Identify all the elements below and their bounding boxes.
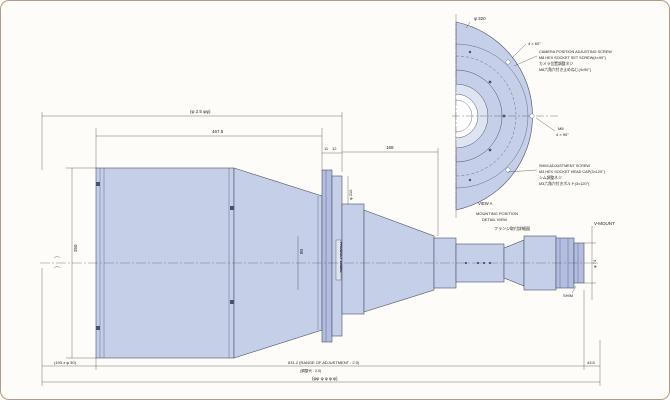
shim-screw-1: SHIM ADJUSTMENT SCREW (539, 164, 590, 168)
shim-label: SHIM (563, 293, 573, 298)
view-sub2: DETAIL VIEW (482, 217, 507, 222)
detail-holes-mid: 4 × 90° (556, 132, 569, 137)
dim-flange-diameter: φ 210 (348, 189, 353, 200)
front-collar (341, 203, 365, 315)
detail-diameter: φ 320 (474, 16, 486, 21)
shim-screw-4: M3六角穴付きボルト(3×120°) (539, 181, 590, 186)
dim-adjust-range: 631.2 (RANGE OF ADJUSTMENT : 2.0) (288, 360, 360, 365)
dim-body-height: 350 (73, 244, 78, 252)
camera-screw-4: M8六角穴付き止めねじ(4×90°) (539, 67, 592, 72)
dim-front-length: 168 (386, 145, 394, 150)
detail-m8: M8 (558, 126, 564, 131)
shim-screw-2: M3 HEX SOCKET HEAD CAP(3×120°) (539, 170, 606, 174)
detail-holes-top: 4 × 60° (528, 41, 541, 46)
camera-screw-2: M8 HEX SOCKET SET SCREW(4×90°) (539, 56, 607, 60)
mounting-flange (321, 169, 333, 343)
shim-screw-3: シム調整ネジ (539, 175, 562, 180)
screw-mark (230, 300, 234, 304)
camera-screw-1: CAMERA POSITION ADJUSTING SCREW (539, 50, 612, 54)
front-taper (363, 209, 435, 313)
dim-flange-a: 11 (324, 146, 329, 151)
dim-to-flange: 467.5 (212, 129, 224, 134)
view-a-detail (452, 14, 560, 218)
dim-flange-b: 12 (332, 146, 337, 151)
screw-mark (230, 206, 234, 210)
dim-vmount-height: φ 74 (592, 259, 597, 268)
dim-overall-total: (φφ φ φ φ φ) (312, 376, 338, 381)
dim-front-height: 80 (299, 248, 304, 254)
dim-overall-inner: (φ 2.5 φφ) (190, 109, 211, 114)
camera-screw-3: カメラ位置調整ネジ (539, 61, 573, 66)
view-jp: フランジ取付詳細図 (494, 225, 530, 231)
v-mount-label: V-MOUNT (594, 221, 615, 226)
product-label: PRODUCT LABEL (339, 242, 343, 274)
screw-mark (96, 326, 100, 330)
view-title: VIEW A (478, 201, 493, 206)
screw-mark (96, 182, 100, 186)
dim-left-ext: (193 ± φ 30) (54, 360, 77, 365)
dim-adjust-range-jp: (調整代 : 2.0) (300, 368, 321, 373)
view-sub1: MOUNTING POSITION (476, 211, 518, 216)
dim-right-ext: 43.5 (587, 360, 596, 365)
